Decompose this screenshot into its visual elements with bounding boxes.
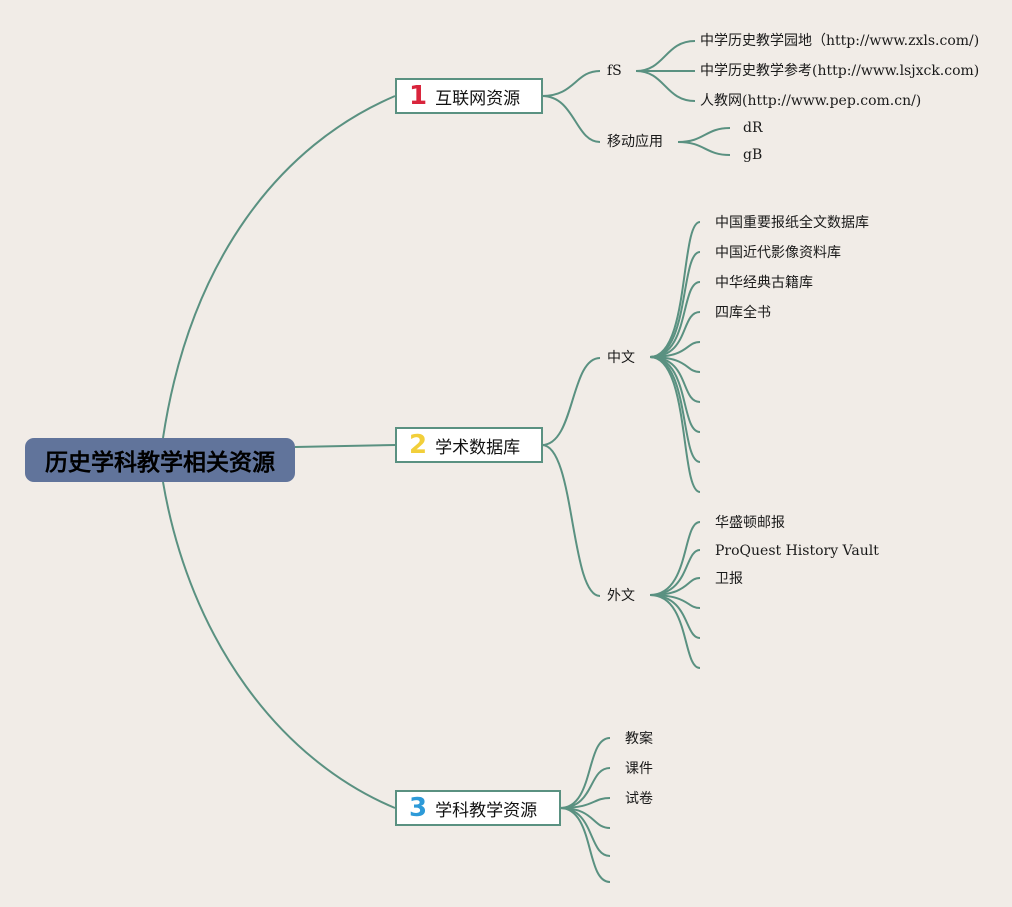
subtopic-foreign[interactable]: 外文 (607, 588, 635, 604)
connector-b2-chinese (541, 357, 601, 446)
leaf-lesson-plans[interactable]: 教案 (625, 731, 653, 747)
leaf-classics-db[interactable]: 中华经典古籍库 (715, 275, 813, 291)
branch-label: 学术数据库 (435, 437, 521, 458)
leaf-courseware[interactable]: 课件 (625, 761, 653, 777)
leaf-modern-image-db[interactable]: 中国近代影像资料库 (715, 245, 841, 261)
connector-root-branch-3 (162, 481, 396, 809)
branch-number-3: 3 (409, 793, 428, 823)
root-topic-label: 历史学科教学相关资源 (45, 450, 275, 476)
branch-label: 互联网资源 (435, 88, 521, 109)
leaf-pep[interactable]: 人教网(http://www.pep.com.cn/) (700, 93, 922, 109)
branch-internet-resources[interactable]: 1 互联网资源 (395, 78, 543, 114)
branch-number-2: 2 (409, 430, 428, 460)
leaf-exam-papers[interactable]: 试卷 (625, 791, 653, 807)
leaf-guardian[interactable]: 卫报 (715, 571, 743, 587)
branch-academic-databases[interactable]: 2 学术数据库 (395, 427, 543, 463)
connector-root-branch-1 (162, 95, 396, 439)
leaf-proquest[interactable]: ProQuest History Vault (715, 543, 879, 559)
leaf-dr[interactable]: dR (743, 120, 763, 136)
connector-root-branch-2 (294, 444, 396, 448)
subtopic-chinese[interactable]: 中文 (607, 350, 635, 366)
branch-teaching-resources[interactable]: 3 学科教学资源 (395, 790, 561, 826)
subtopic-fs[interactable]: fS (607, 63, 622, 79)
connector-b1-mobile (541, 95, 601, 143)
branch-label: 学科教学资源 (435, 800, 538, 821)
leaf-siku-quanshu[interactable]: 四库全书 (715, 305, 771, 321)
root-topic[interactable]: 历史学科教学相关资源 (25, 438, 295, 482)
connector-b1-fs (541, 70, 601, 97)
leaf-washington-post[interactable]: 华盛顿邮报 (715, 515, 785, 531)
branch-number-1: 1 (409, 81, 428, 111)
leaf-zxls[interactable]: 中学历史教学园地（http://www.zxls.com/) (700, 33, 980, 49)
connector-b2-foreign (541, 444, 601, 597)
leaf-lsjxck[interactable]: 中学历史教学参考(http://www.lsjxck.com) (700, 63, 980, 79)
leaf-gb[interactable]: gB (743, 147, 763, 163)
leaf-newspaper-db[interactable]: 中国重要报纸全文数据库 (715, 215, 869, 231)
subtopic-mobile-apps[interactable]: 移动应用 (607, 134, 663, 150)
